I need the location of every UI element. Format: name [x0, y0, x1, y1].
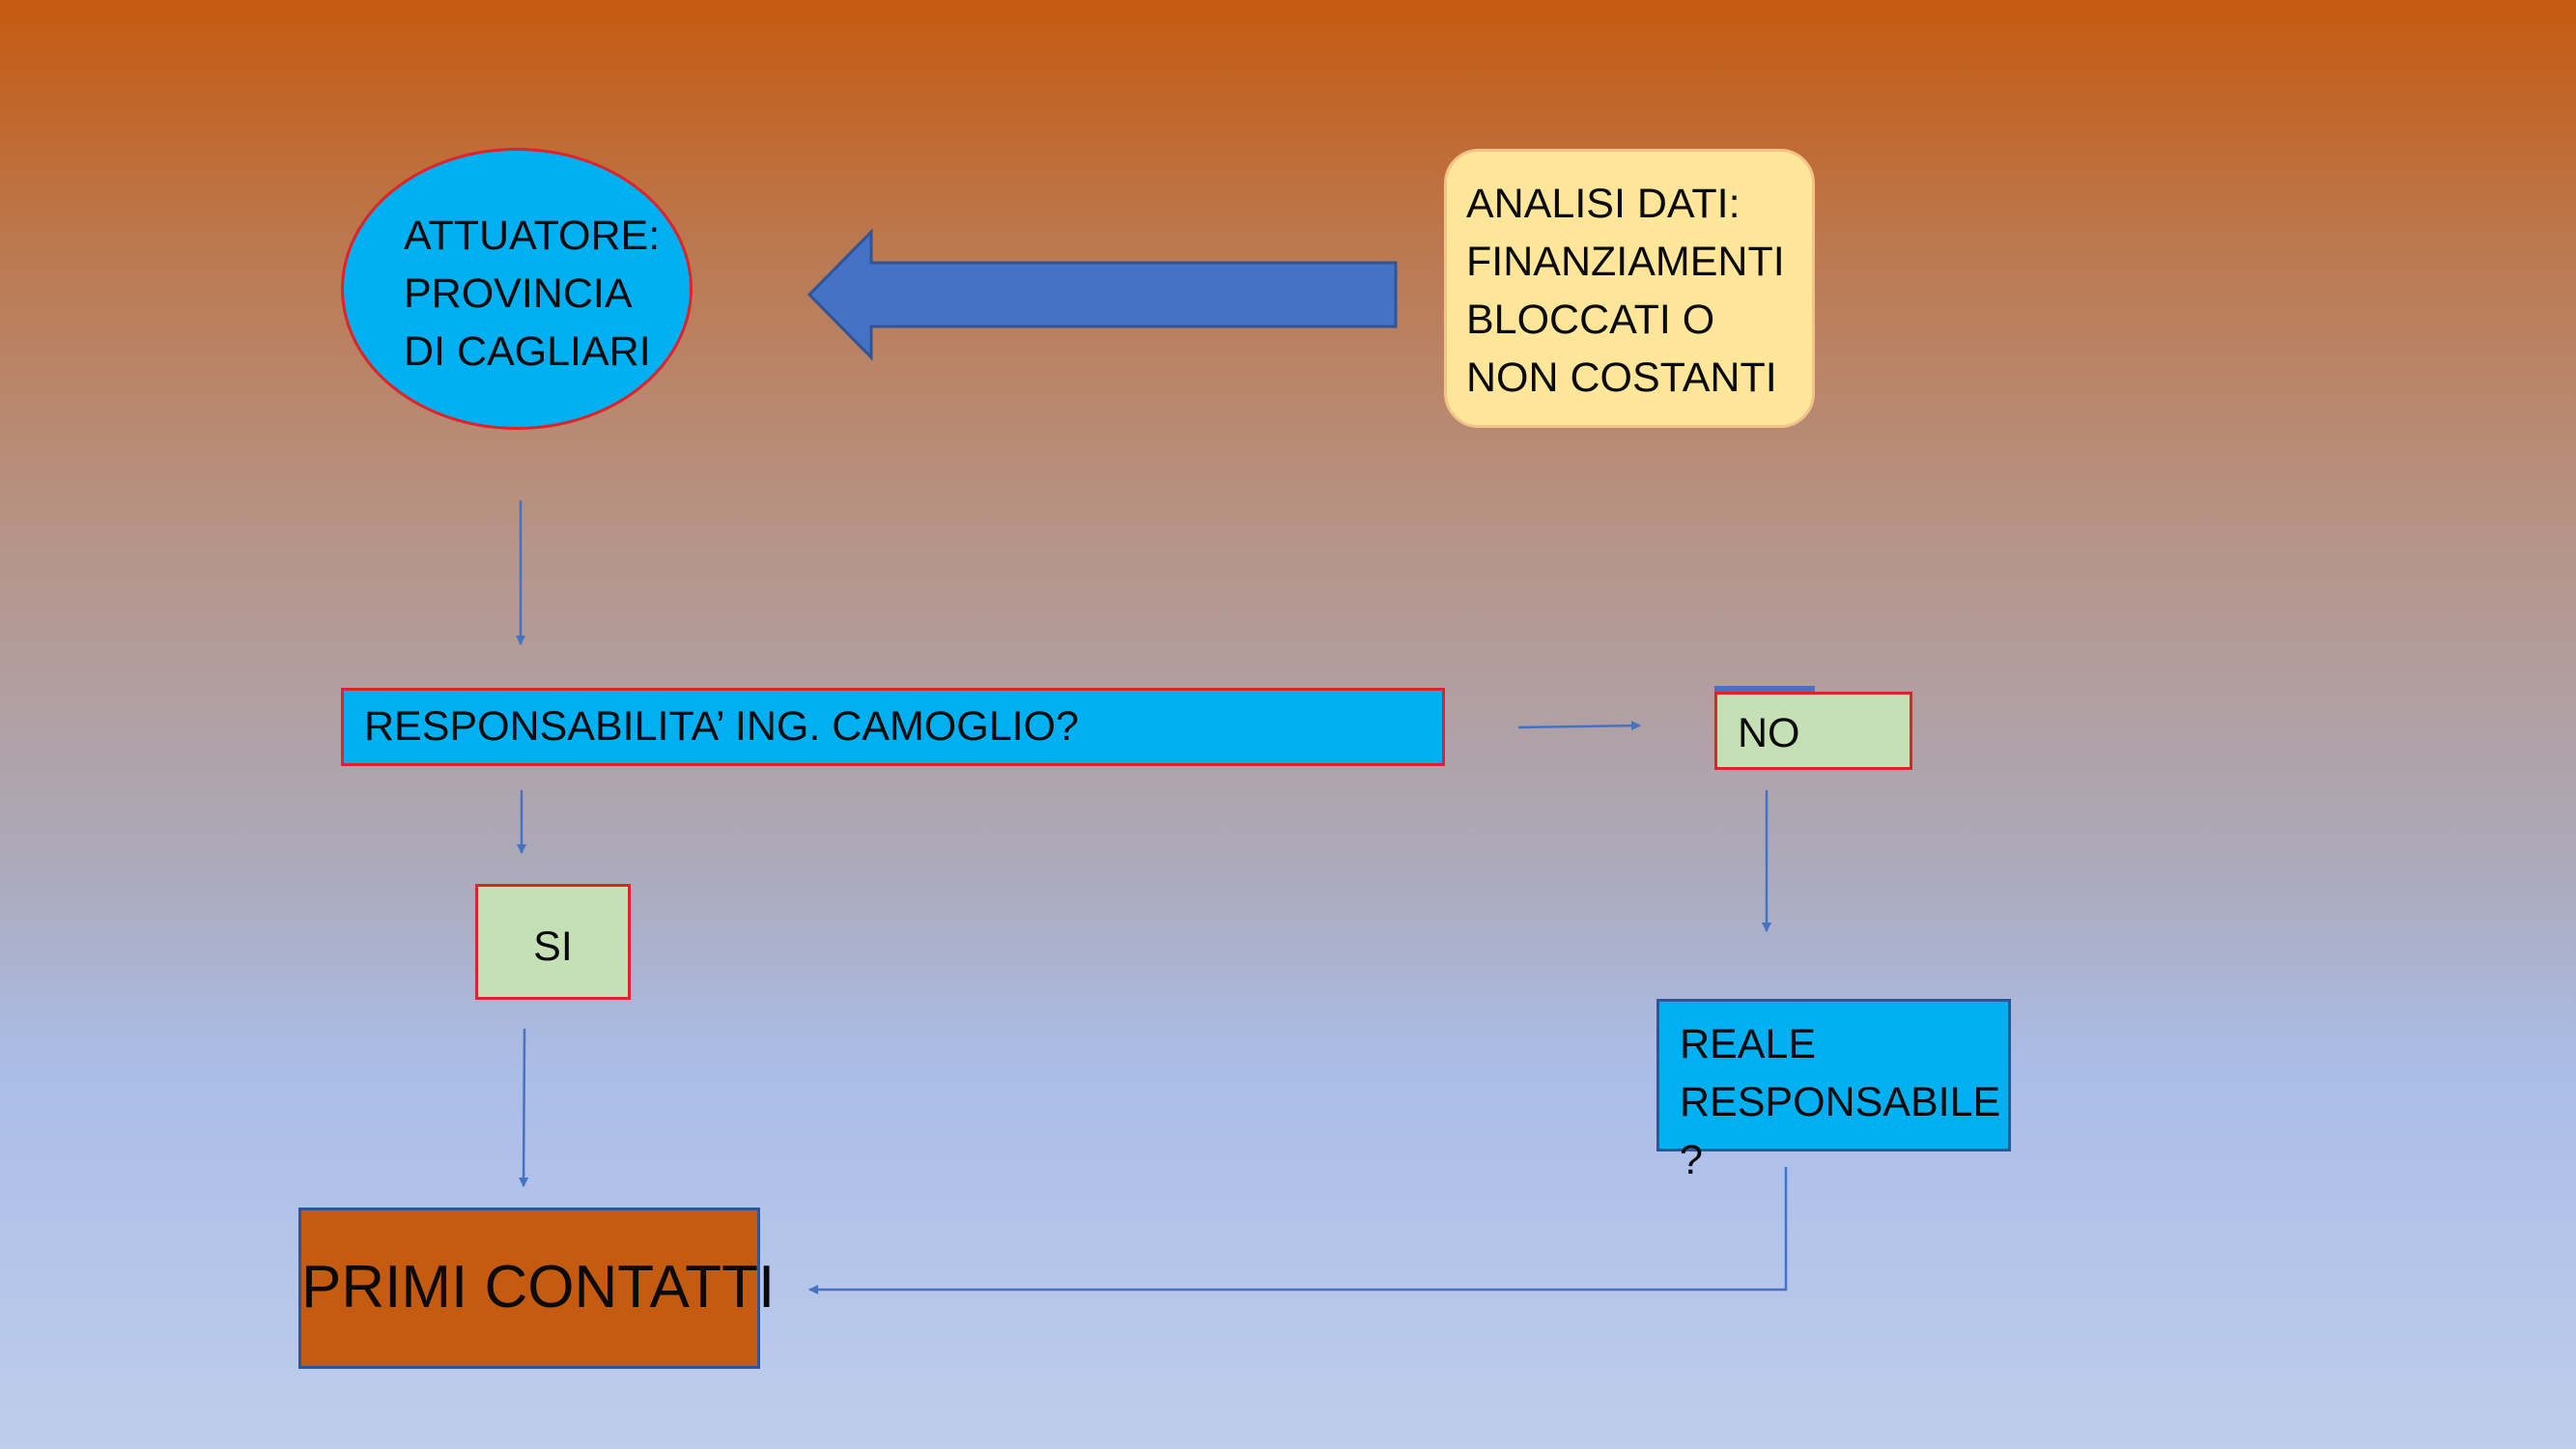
- arrow-responsabilita-to-no: [1517, 721, 1641, 731]
- node-text-line: DI CAGLIARI: [404, 328, 651, 375]
- node-text-line: NON COSTANTI: [1466, 355, 1777, 401]
- node-analisi-dati: ANALISI DATI: FINANZIAMENTI BLOCCATI O N…: [1444, 149, 1815, 428]
- node-attuatore-provincia-cagliari: ATTUATORE: PROVINCIA DI CAGLIARI: [341, 148, 693, 430]
- node-label: RESPONSABILITA’ ING. CAMOGLIO?: [364, 703, 1079, 750]
- elbow-arrow-reale-to-primi: [808, 1167, 1788, 1294]
- node-si: SI: [475, 884, 631, 1000]
- node-text-line: REALE: [1680, 1021, 1817, 1067]
- node-primi-contatti: PRIMI CONTATTI: [298, 1208, 776, 1369]
- node-text-line: ANALISI DATI:: [1466, 181, 1741, 227]
- node-text-line: ATTUATORE:: [404, 213, 661, 259]
- node-text-line: BLOCCATI O: [1466, 297, 1715, 343]
- node-reale-responsabile: REALE RESPONSABILE ?: [1656, 999, 2011, 1183]
- node-text-line: RESPONSABILE ?: [1680, 1079, 2001, 1183]
- node-text-line: PROVINCIA: [404, 270, 633, 317]
- node-label: PRIMI CONTATTI: [301, 1254, 776, 1321]
- node-label: SI: [533, 923, 573, 970]
- node-no: NO: [1714, 692, 1912, 770]
- node-responsabilita-question: RESPONSABILITA’ ING. CAMOGLIO?: [341, 688, 1445, 766]
- node-text-line: FINANZIAMENTI: [1466, 239, 1785, 285]
- node-label: NO: [1738, 710, 1800, 756]
- block-arrow-analisi-to-attuatore: [807, 228, 1398, 361]
